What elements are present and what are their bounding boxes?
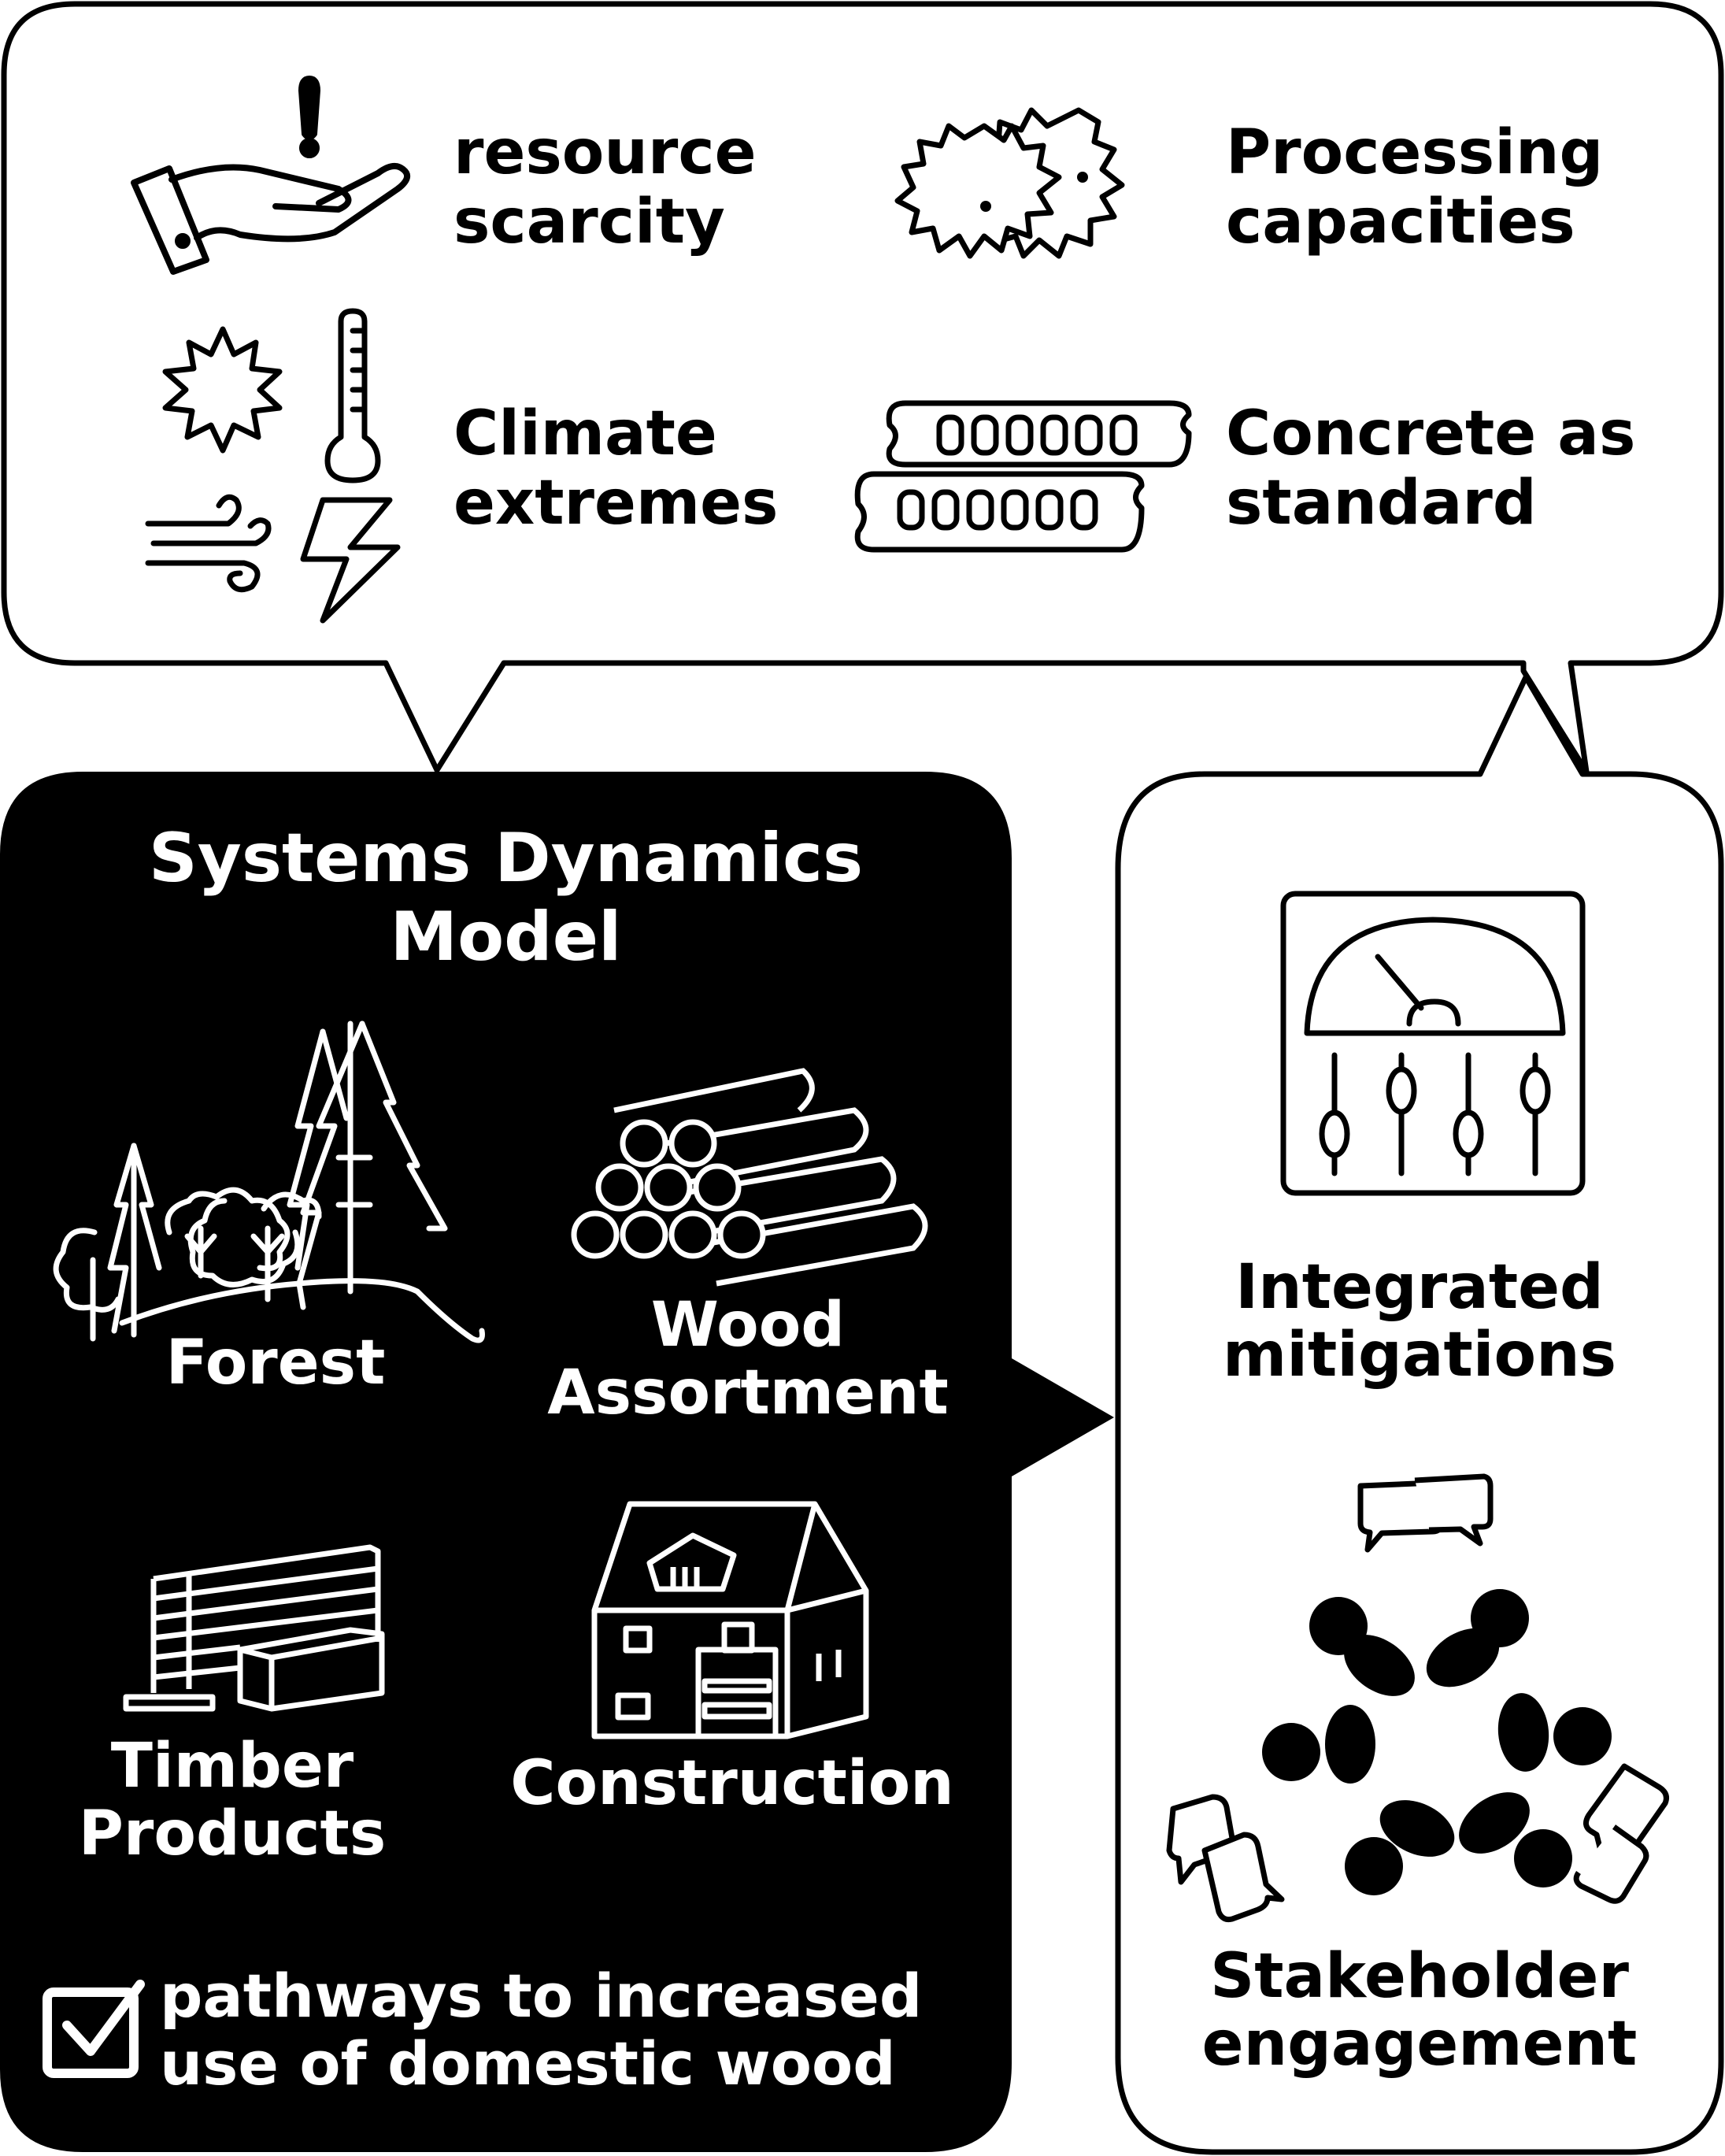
- stakeholder-circle-icon: [1166, 1473, 1669, 1923]
- component-label-line: Assortment: [547, 1358, 949, 1428]
- challenge-label-line: standard: [1226, 468, 1537, 539]
- component-label-timber-products: Timber Products: [47, 1732, 417, 1868]
- component-label-construction: Construction: [488, 1750, 976, 1817]
- model-title-line: Systems Dynamics: [148, 819, 864, 898]
- stakeholder-label-line: engagement: [1201, 2009, 1638, 2080]
- challenge-label-concrete-as-standard: Concrete as standard: [1226, 399, 1635, 538]
- model-panel-background: [0, 772, 1114, 2152]
- challenge-label-line: Climate: [453, 398, 717, 469]
- model-title: Systems Dynamics Model: [0, 819, 1012, 976]
- model-outcome-line: pathways to increased: [160, 1961, 923, 2031]
- challenge-label-resource-scarcity: resource scarcity: [453, 118, 757, 257]
- house-icon: [591, 1501, 869, 1739]
- challenge-label-processing-capacities: Processing capacities: [1226, 118, 1603, 257]
- model-title-line: Model: [390, 898, 622, 976]
- log-pile-icon: [571, 1068, 928, 1287]
- component-label-line: Forest: [165, 1328, 386, 1398]
- component-label-line: Products: [78, 1799, 387, 1869]
- top-speech-bubble: [1, 1, 1724, 775]
- challenge-label-line: Concrete as: [1226, 398, 1636, 469]
- model-outcome: pathways to increased use of domestic wo…: [160, 1962, 922, 2098]
- right-speech-bubble: [1115, 674, 1724, 2155]
- component-label-line: Construction: [510, 1748, 954, 1819]
- stakeholder-label: Stakeholder engagement: [1118, 1943, 1721, 2078]
- mitigations-label-line: Integrated: [1235, 1252, 1604, 1323]
- climate-icon: [145, 308, 401, 624]
- checkbox-icon: [43, 1980, 145, 2078]
- component-label-line: Timber: [110, 1731, 354, 1802]
- hand-icon: [131, 76, 411, 275]
- mitigations-label: Integrated mitigations: [1118, 1254, 1721, 1389]
- mitigations-label-line: mitigations: [1222, 1320, 1617, 1391]
- challenge-label-line: resource: [453, 117, 757, 188]
- component-label-wood-assortment: Wood Assortment: [535, 1291, 961, 1427]
- concrete-blocks-icon: [854, 400, 1192, 553]
- timber-products-icon: [123, 1544, 385, 1712]
- challenge-label-line: Processing: [1226, 117, 1604, 188]
- component-label-forest: Forest: [102, 1329, 449, 1397]
- stakeholder-label-line: Stakeholder: [1210, 1941, 1629, 2012]
- component-label-line: Wood: [650, 1290, 846, 1361]
- saw-blades-icon: [894, 107, 1125, 259]
- challenge-label-climate-extremes: Climate extremes: [453, 399, 778, 538]
- model-outcome-line: use of domestic wood: [160, 2028, 896, 2099]
- challenge-label-line: capacities: [1226, 187, 1575, 257]
- forest-icon: [53, 1021, 485, 1343]
- control-panel-icon: [1280, 891, 1586, 1196]
- challenge-label-line: extremes: [453, 468, 779, 539]
- challenge-label-line: scarcity: [453, 187, 725, 257]
